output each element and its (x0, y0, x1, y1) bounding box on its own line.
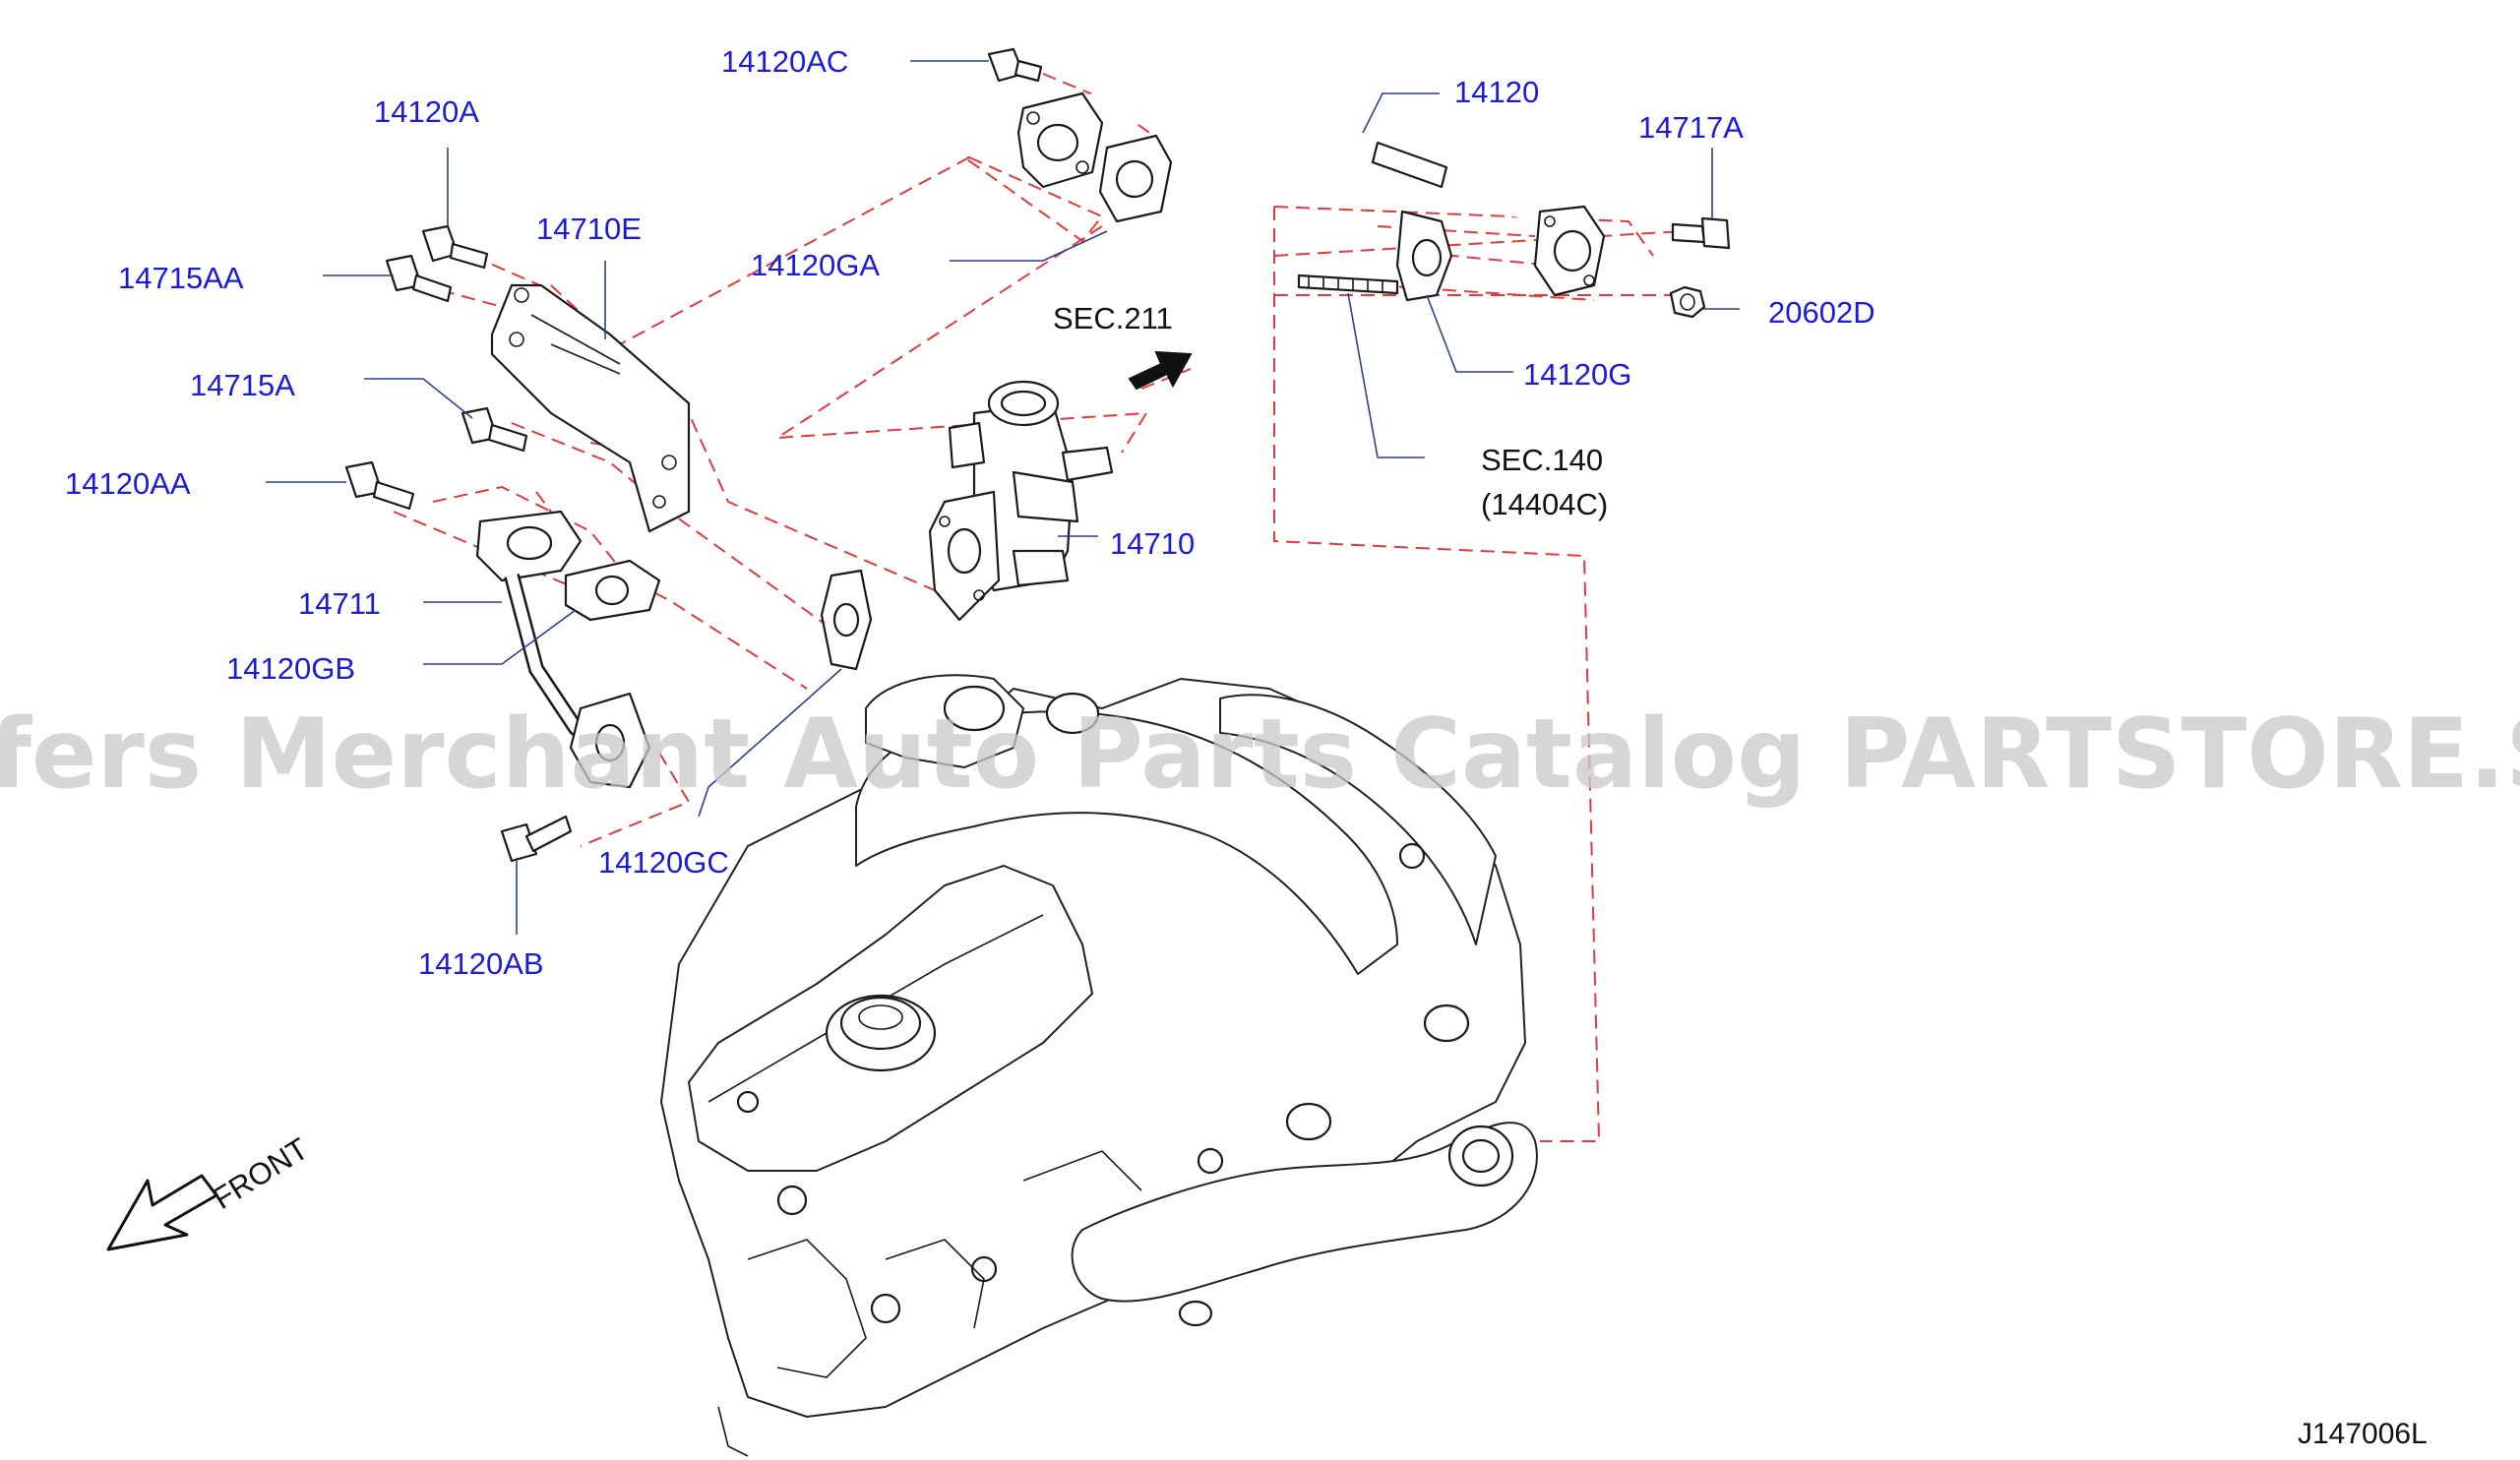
bolt-14717a (1671, 216, 1731, 250)
callout-14120A: 14120A (374, 94, 479, 129)
egr-tube-14120 (1016, 82, 1606, 297)
callout-14120AC: 14120AC (721, 44, 848, 79)
callout-labels: 14120AC 14120 14717A 14120A 14710E 14715… (65, 44, 2428, 1450)
callout-14120GC: 14120GC (598, 845, 729, 880)
bolt-14120ab (500, 815, 573, 863)
bolt-14120a (421, 224, 489, 270)
callout-14120: 14120 (1454, 75, 1539, 109)
stud-sec140 (1297, 274, 1399, 295)
callout-14120AA: 14120AA (65, 466, 191, 501)
nut-20602d (1669, 285, 1706, 319)
gasket-14120g (1395, 210, 1453, 302)
callout-14711: 14711 (298, 586, 381, 621)
engine-cylinder-head (660, 674, 1538, 1457)
bolt-14715aa (385, 254, 453, 303)
callout-14715AA: 14715AA (118, 261, 244, 295)
sec140-label: SEC.140 (1481, 443, 1603, 477)
callout-14710: 14710 (1110, 526, 1195, 561)
callout-20602D: 20602D (1768, 295, 1875, 330)
callout-14717A: 14717A (1638, 110, 1744, 145)
bolt-14120aa (344, 460, 415, 511)
egr-tube-14711 (475, 510, 651, 789)
callout-14120AB: 14120AB (418, 946, 544, 981)
callout-14715A: 14715A (190, 368, 295, 402)
sec211-label: SEC.211 (1053, 301, 1173, 335)
bolt-14715a (461, 406, 528, 453)
bracket-14710e (490, 283, 691, 533)
diagram-code: J147006L (2298, 1418, 2428, 1450)
front-label: FRONT (207, 1131, 314, 1216)
sec140-sub-label: (14404C) (1481, 487, 1608, 521)
sec211-arrow-icon (1128, 350, 1193, 391)
bolt-14120ac (987, 47, 1043, 83)
gasket-14120gb (564, 559, 661, 622)
watermark: Offers Merchant Auto Parts Catalog PARTS… (0, 699, 2520, 811)
egr-valve-14710 (928, 380, 1114, 622)
front-arrow-icon (106, 1174, 218, 1251)
gasket-14120gc (820, 569, 873, 671)
callout-14710E: 14710E (536, 212, 642, 246)
leader-lines (266, 60, 1740, 935)
gasket-14120ga (1098, 134, 1173, 223)
callout-14120GA: 14120GA (751, 248, 880, 282)
callout-14120G: 14120G (1523, 357, 1631, 392)
callout-14120GB: 14120GB (226, 651, 355, 686)
